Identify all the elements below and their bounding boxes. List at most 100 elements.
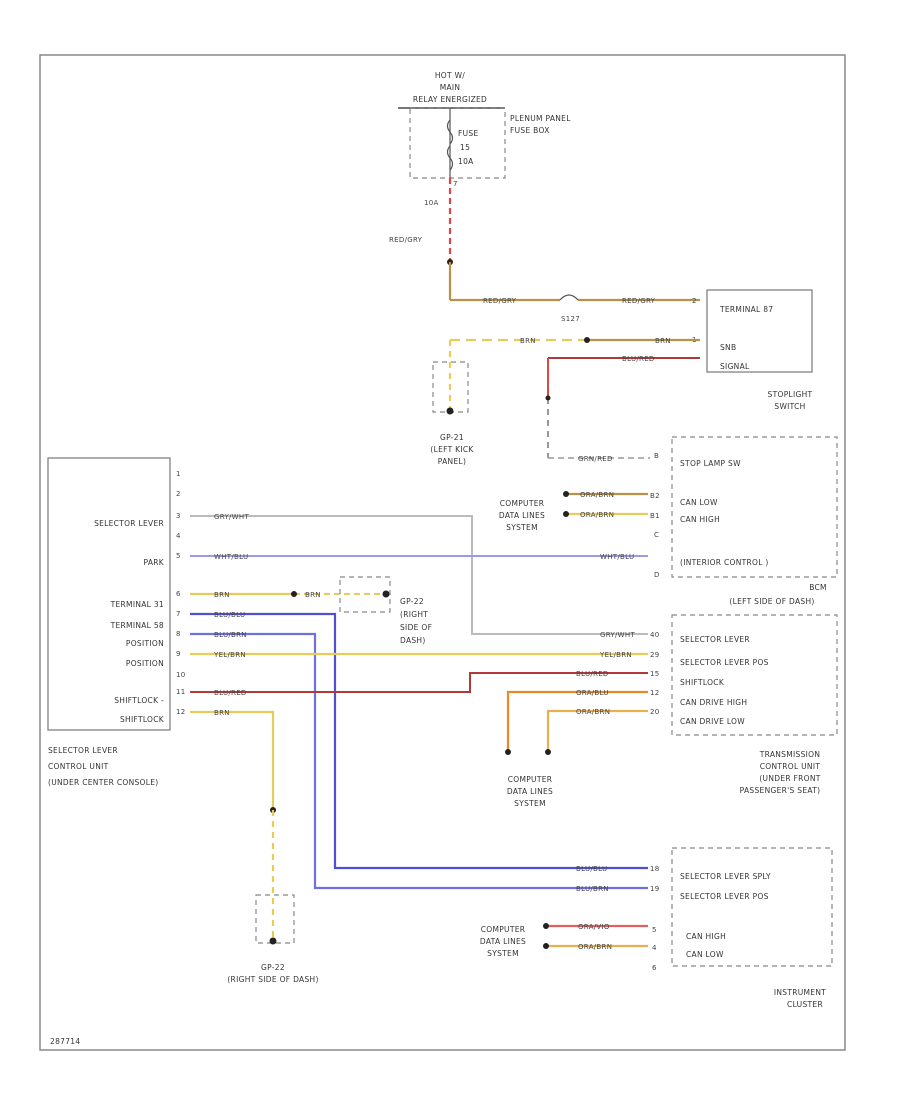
tcu-line-3: SHIFTLOCK <box>680 678 725 687</box>
tcu-lines: SELECTOR LEVER SELECTOR LEVER POS SHIFTL… <box>680 635 769 726</box>
fuse-header: HOT W/ MAIN RELAY ENERGIZED <box>413 71 487 104</box>
sel-pin-6: 6 <box>176 590 181 598</box>
wire-label-ora-brn-bcm-2: ORA/BRN <box>580 511 614 519</box>
fuse-header-line-1: HOT W/ <box>435 71 465 80</box>
sel-pin-8: 8 <box>176 630 181 638</box>
sel-line-3: TERMINAL 31 <box>110 600 164 609</box>
stoplight-line-3: SIGNAL <box>720 362 750 371</box>
wire-label-blu-brn-sel: BLU/BRN <box>214 631 247 639</box>
fuse-label-1: FUSE <box>458 129 479 138</box>
fuse-header-line-3: RELAY ENERGIZED <box>413 95 487 104</box>
wire-label-brn-gp21: BRN <box>520 337 536 345</box>
tcu-pin-12: 12 <box>650 689 660 697</box>
ic-lines: SELECTOR LEVER SPLY SELECTOR LEVER POS C… <box>680 872 771 959</box>
cds3-line-2: DATA LINES <box>480 937 526 946</box>
bcm-pin-c: C <box>654 531 659 539</box>
fuse-box-label-2: FUSE BOX <box>510 126 550 135</box>
bcm-line-3: CAN HIGH <box>680 515 720 524</box>
ground-gp21-line-1: GP-21 <box>440 433 464 442</box>
ground-gp21-line-2: (LEFT KICK <box>430 445 474 454</box>
fuse-15-label: FUSE 15 10A <box>458 129 479 166</box>
tcu-line-5: CAN DRIVE LOW <box>680 717 745 726</box>
selector-pins: 1 2 3 4 5 6 7 8 9 10 11 12 <box>176 470 186 716</box>
sel-line-1: SELECTOR LEVER <box>94 519 164 528</box>
fuse-box-label: PLENUM PANEL FUSE BOX <box>510 114 571 135</box>
tcu-caption-3: (UNDER FRONT <box>759 774 820 783</box>
wire-label-blu-brn-ic: BLU/BRN <box>576 885 609 893</box>
tcu-line-1: SELECTOR LEVER <box>680 635 750 644</box>
bcm-caption-2: (LEFT SIDE OF DASH) <box>729 597 814 606</box>
ground-gp22b-box <box>255 894 295 944</box>
ground-gp22b-icon <box>269 937 277 945</box>
stoplight-lines: TERMINAL 87 SNB SIGNAL <box>719 305 773 371</box>
tcu-pin-15: 15 <box>650 670 660 678</box>
sel-pin-7: 7 <box>176 610 181 618</box>
transmission-control-unit <box>671 614 838 736</box>
cds1-line-3: SYSTEM <box>506 523 538 532</box>
plenum-fuse-box <box>409 107 506 179</box>
tcu-caption-4: PASSENGER'S SEAT) <box>740 786 821 795</box>
bcm-pin-d: D <box>654 571 660 579</box>
ground-gp22a-box <box>339 576 391 613</box>
gp22a-line-3: SIDE OF <box>400 623 432 632</box>
cds3-line-1: COMPUTER <box>481 925 526 934</box>
bcm-line-1: STOP LAMP SW <box>680 459 741 468</box>
wire-label-blu-blu-sel: BLU/BLU <box>214 611 245 619</box>
wire-label-red-gry-2: RED/GRY <box>622 297 656 305</box>
wire-label-blu-red-tcu: BLU/RED <box>576 670 609 678</box>
wire-label-ora-brn-tcu: ORA/BRN <box>576 708 610 716</box>
wire-label-yel-brn-tcu: YEL/BRN <box>599 651 632 659</box>
bcm-line-4: (INTERIOR CONTROL ) <box>680 558 769 567</box>
selector-lever-unit <box>47 457 171 731</box>
gp22a-line-4: DASH) <box>400 636 426 645</box>
sel-pin-11: 11 <box>176 688 186 696</box>
sel-line-4: TERMINAL 58 <box>110 621 164 630</box>
stoplight-caption-1: STOPLIGHT <box>768 390 813 399</box>
tcu-line-2: SELECTOR LEVER POS <box>680 658 769 667</box>
diagram-id: 287714 <box>50 1037 80 1046</box>
tcu-caption-2: CONTROL UNIT <box>760 762 821 771</box>
ground-gp22a-icon <box>382 590 390 598</box>
tcu-line-4: CAN DRIVE HIGH <box>680 698 747 707</box>
sel-line-8: SHIFTLOCK <box>120 715 165 724</box>
wire-label-blu-red-stoplight: BLU/RED <box>622 355 655 363</box>
stoplight-switch <box>706 289 813 373</box>
cds1-label: COMPUTER DATA LINES SYSTEM <box>499 499 545 532</box>
splice-s127-icon <box>559 294 579 301</box>
ic-pin-18: 18 <box>650 865 660 873</box>
tcu-caption: TRANSMISSION CONTROL UNIT (UNDER FRONT P… <box>740 750 821 795</box>
bcm-caption-1: BCM <box>809 583 827 592</box>
ic-line-3: CAN HIGH <box>686 932 726 941</box>
bcm-pin-b: B <box>654 452 659 460</box>
sel-pin-4: 4 <box>176 532 181 540</box>
cds3-label: COMPUTER DATA LINES SYSTEM <box>480 925 526 958</box>
selector-lines: SELECTOR LEVER PARK TERMINAL 31 TERMINAL… <box>94 519 165 724</box>
ic-caption-2: CLUSTER <box>787 1000 823 1009</box>
wire-label-blu-red-sel: BLU/RED <box>214 689 247 697</box>
sel-pin-2: 2 <box>176 490 181 498</box>
cds3-line-3: SYSTEM <box>487 949 519 958</box>
fuse-header-line-2: MAIN <box>440 83 461 92</box>
fuse-box-label-1: PLENUM PANEL <box>510 114 571 123</box>
wire-label-ora-vio-ic: ORA/VIO <box>578 923 610 931</box>
cds1-line-1: COMPUTER <box>500 499 545 508</box>
ic-pin-6: 6 <box>652 964 657 972</box>
ic-pins: 18 19 5 4 6 <box>650 865 660 972</box>
ic-pin-5: 5 <box>652 926 657 934</box>
bcm-caption: BCM (LEFT SIDE OF DASH) <box>729 583 826 606</box>
wire-label-ora-brn-bcm-1: ORA/BRN <box>580 491 614 499</box>
ic-caption: INSTRUMENT CLUSTER <box>774 988 826 1009</box>
stoplight-line-1: TERMINAL 87 <box>719 305 773 314</box>
wire-label-ora-brn-ic: ORA/BRN <box>578 943 612 951</box>
gp22a-line-1: GP-22 <box>400 597 424 606</box>
sel-caption-2: CONTROL UNIT <box>48 762 109 771</box>
wire-label-blu-blu-ic: BLU/BLU <box>576 865 607 873</box>
wire-label-gry-wht-tcu: GRY/WHT <box>600 631 635 639</box>
instrument-cluster <box>671 847 833 967</box>
wire-label-10a: 10A <box>424 199 439 207</box>
ic-line-1: SELECTOR LEVER SPLY <box>680 872 771 881</box>
tcu-pin-40: 40 <box>650 631 660 639</box>
wire-label-brn-pin12: BRN <box>214 709 230 717</box>
gp22b-line-2: (RIGHT SIDE OF DASH) <box>227 975 318 984</box>
tcu-pins: 40 29 15 12 20 <box>650 631 660 716</box>
